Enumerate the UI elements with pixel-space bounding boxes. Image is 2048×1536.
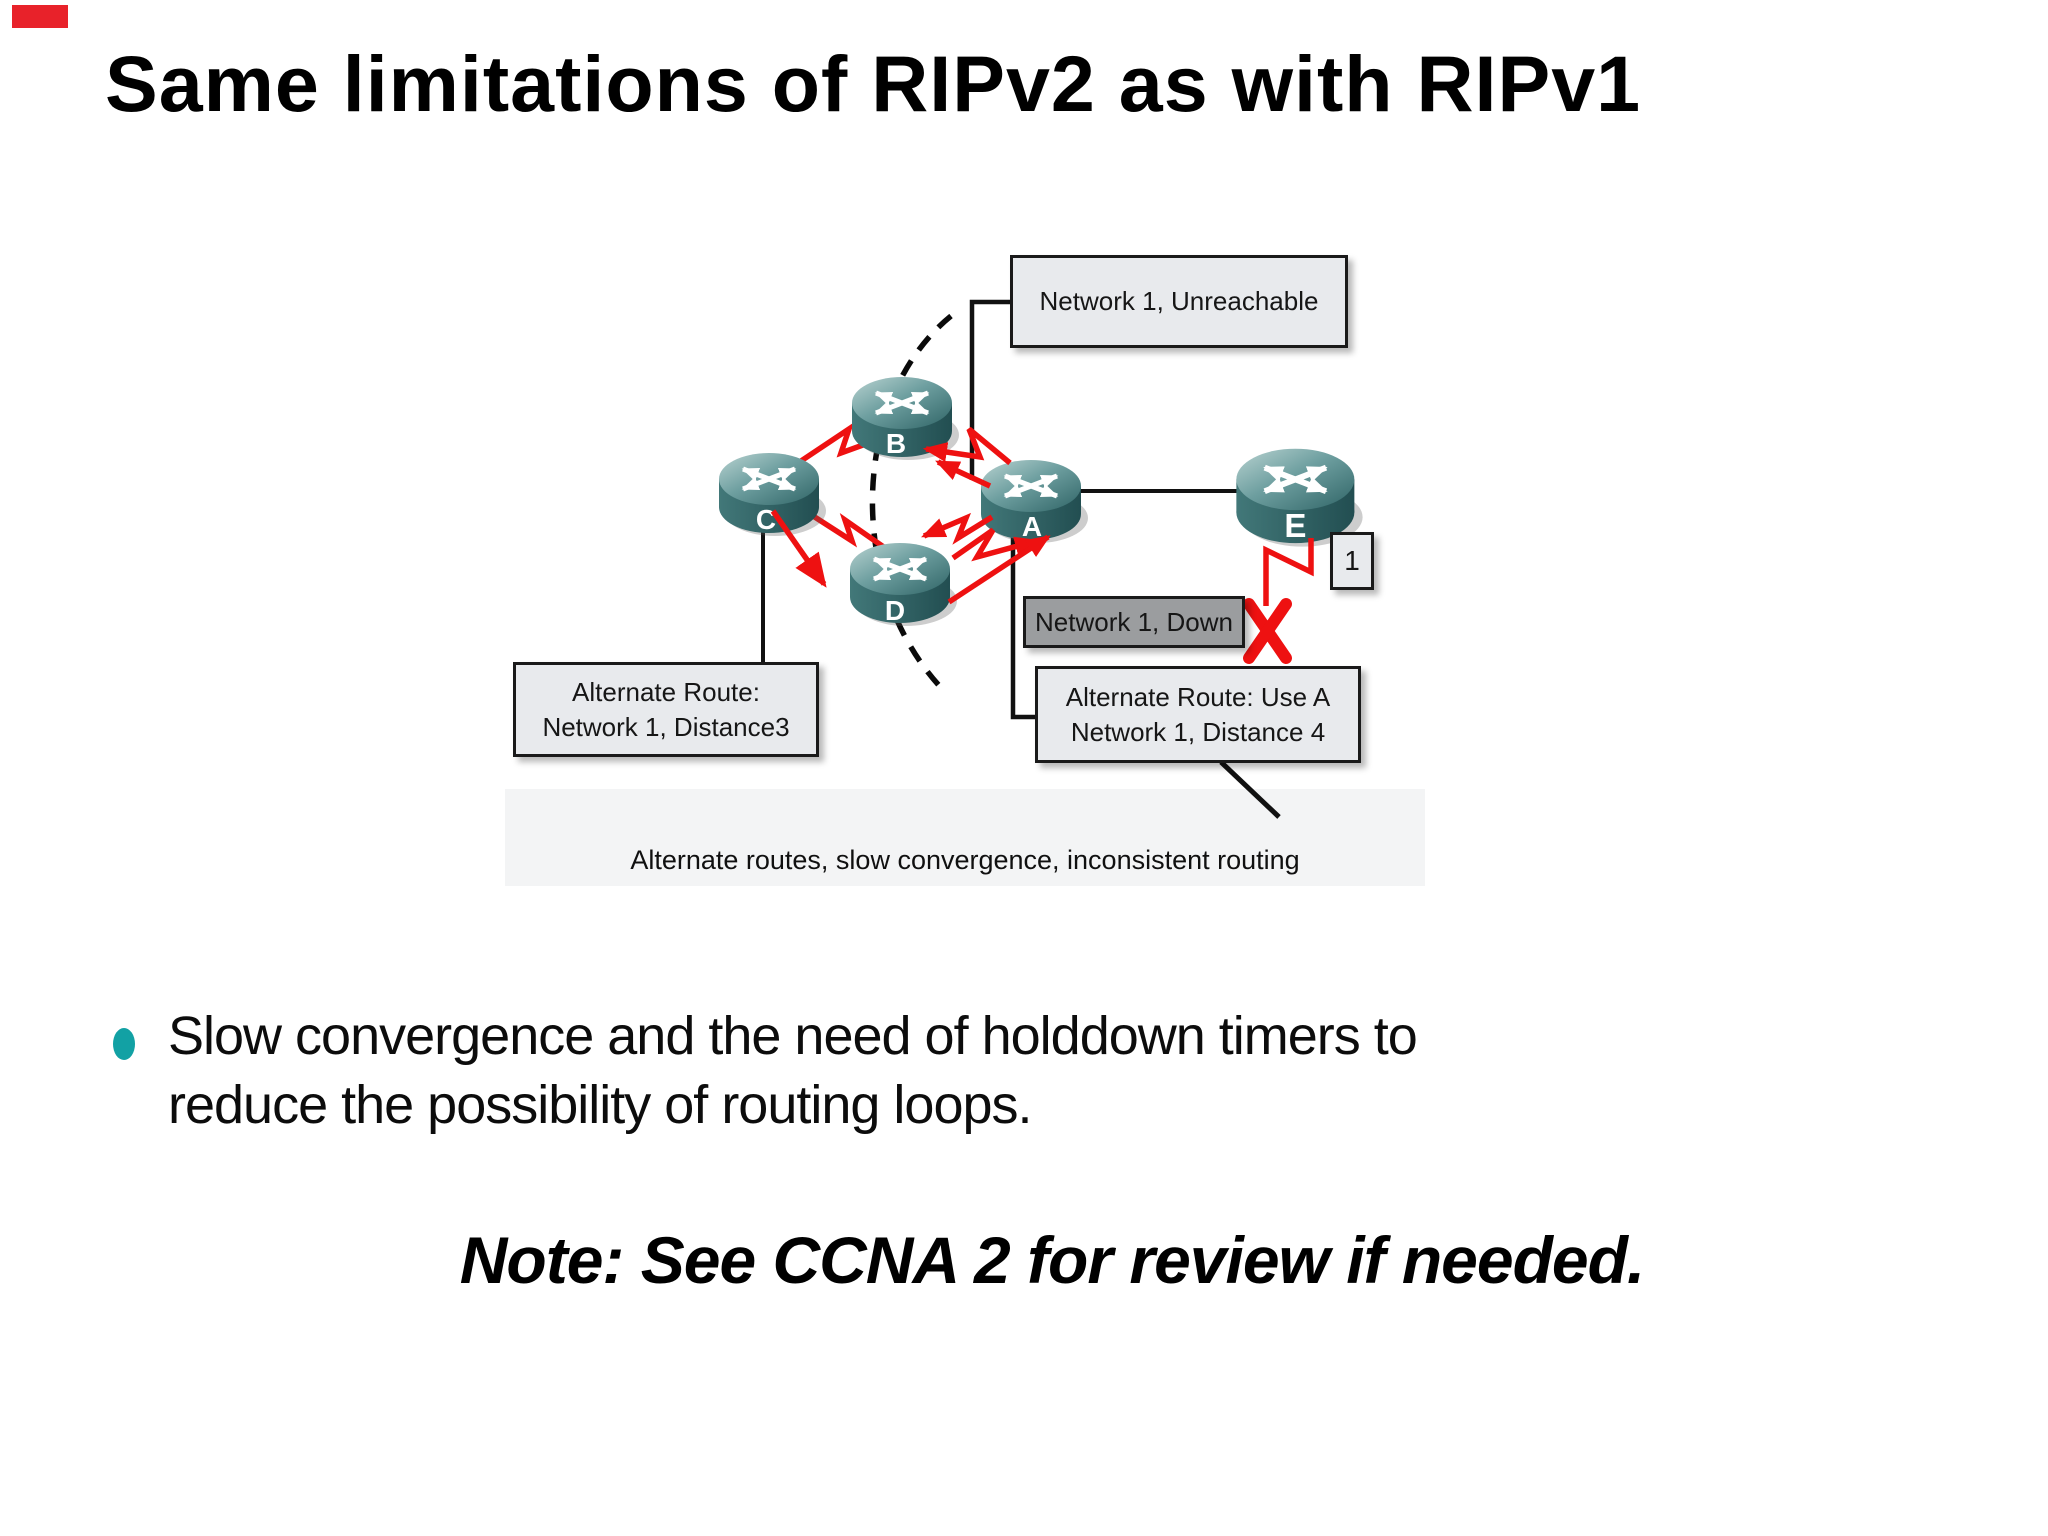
router-arrows-icon [1263,464,1328,494]
router-label-d: D [885,595,905,626]
callout-text: Network 1, Unreachable [1039,286,1319,317]
black-connectors [761,299,1281,819]
route-a-to-b-upper [922,426,1012,466]
connector-a-to-altroute [1010,535,1037,720]
route-a-to-d [921,512,994,545]
note-text: Note: See CCNA 2 for review if needed. [459,1223,1646,1297]
callout-line2: Network 1, Distance 4 [1070,716,1326,747]
route-d-to-a-straight [947,534,1051,605]
routers: B C A [719,377,1363,626]
callout-alt-route-c: Alternate Route: Network 1, Distance3 [513,662,819,757]
router-d: D [850,543,957,626]
diagram-caption-band: Alternate routes, slow convergence, inco… [505,789,1425,886]
dashed-arc [869,313,953,696]
router-arrows-icon [874,390,930,416]
bullet-dot [113,1028,135,1060]
router-label-e: E [1284,508,1306,545]
interface-label: 1 [1344,544,1360,576]
router-a: A [981,460,1088,543]
callout-line1: Alternate Route: Use A [1065,682,1331,713]
router-label-a: A [1022,511,1042,542]
slide-title: Same limitations of RIPv2 as with RIPv1 [105,39,1642,128]
bullet-text: Slow convergence and the need of holddow… [168,1006,1418,1136]
router-c: C [719,453,826,536]
router-b: B [852,377,959,460]
router-label-c: C [756,504,776,535]
callout-line1: Alternate Route: [572,677,760,708]
route-c-to-d-arrow [770,509,827,588]
router-arrows-icon [872,556,928,582]
red-routes-front [770,426,1314,606]
router-e: E [1236,448,1363,547]
callout-network1-down: Network 1, Down [1023,596,1245,648]
router-label-b: B [886,428,906,459]
router-arrows-icon [741,466,797,492]
route-c-to-d-zigzag [794,502,890,553]
leader-line [1219,760,1281,819]
link-e-down-lightning [1263,538,1314,606]
failed-link-x-icon [1243,598,1292,664]
router-arrows-icon [1003,473,1059,499]
interface-label-box: 1 [1330,532,1374,590]
callout-text: Network 1, Down [1035,606,1233,637]
route-d-to-a-zigzag [951,527,1040,562]
callout-alt-route-a: Alternate Route: Use A Network 1, Distan… [1035,666,1361,763]
diagram-caption: Alternate routes, slow convergence, inco… [630,845,1300,875]
connector-unreachable-to-a [969,299,1010,480]
red-corner-marker [12,5,68,28]
route-a-to-b-lower [935,459,992,489]
callout-network1-unreachable: Network 1, Unreachable [1010,255,1348,348]
callout-line2: Network 1, Distance3 [542,711,790,742]
